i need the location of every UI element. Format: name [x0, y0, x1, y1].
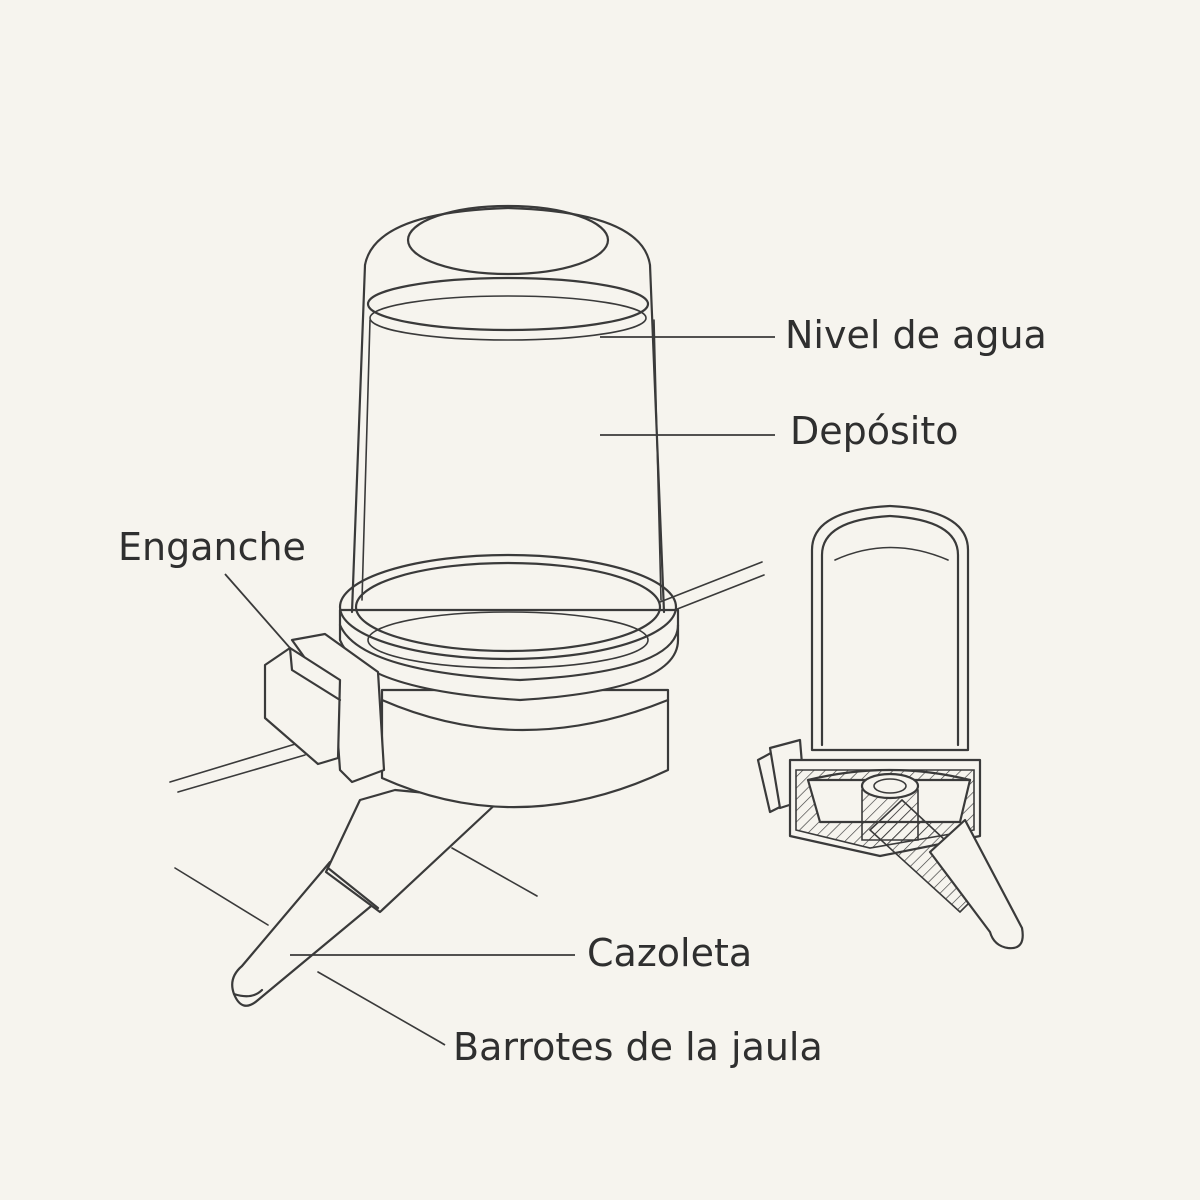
label-cage-bars: Barrotes de la jaula: [453, 1025, 823, 1069]
cage-bars: [169, 561, 765, 1043]
spout-tube: [231, 788, 502, 1007]
main-feeder: [231, 204, 680, 1007]
leader-hook: [224, 573, 291, 649]
reservoir: [350, 204, 666, 614]
base-cup: [338, 553, 680, 809]
cross-section-feeder: [756, 504, 1024, 950]
label-spout: Cazoleta: [587, 931, 752, 975]
hook: [263, 632, 386, 784]
label-reservoir: Depósito: [790, 409, 959, 453]
label-hook: Enganche: [118, 525, 306, 569]
label-water-level: Nivel de agua: [785, 313, 1047, 357]
leader-cage-bars: [439, 1041, 446, 1046]
leader-lines: [224, 336, 775, 1046]
